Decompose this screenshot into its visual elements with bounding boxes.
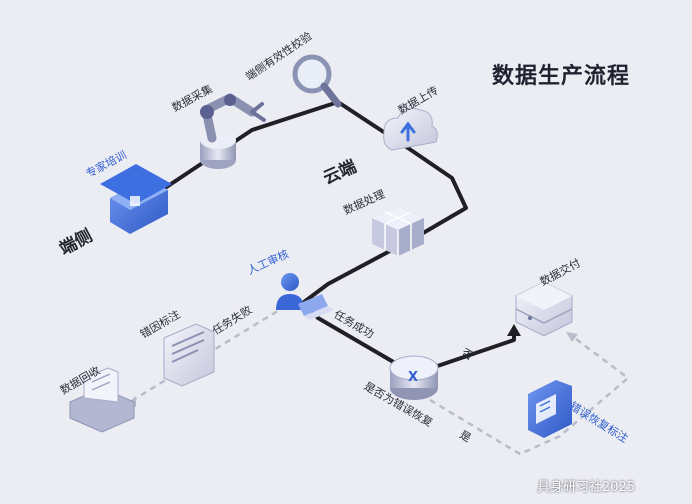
dashed-recovery-path (429, 335, 630, 456)
magnifier-icon (292, 54, 342, 108)
decision-symbol: X (408, 370, 419, 385)
recycle-tray-icon (69, 367, 135, 433)
cloud-upload-icon (383, 107, 438, 151)
blue-book-icon (528, 380, 572, 438)
dashed-failed-path (129, 298, 297, 404)
expert-training-node (100, 164, 172, 234)
arrowhead-recovery-to-delivery (566, 332, 578, 342)
watermark: 具身研习社2025 (537, 480, 636, 495)
cube-stack-icon (372, 206, 424, 256)
page-title: 数据生产流程 (492, 64, 631, 89)
decision-node (389, 355, 439, 400)
document-icon (163, 323, 215, 387)
arrowhead-to-delivery (507, 324, 521, 336)
robot-arm-icon (200, 93, 266, 169)
reviewer-icon (276, 273, 334, 320)
server-icon (515, 281, 573, 337)
